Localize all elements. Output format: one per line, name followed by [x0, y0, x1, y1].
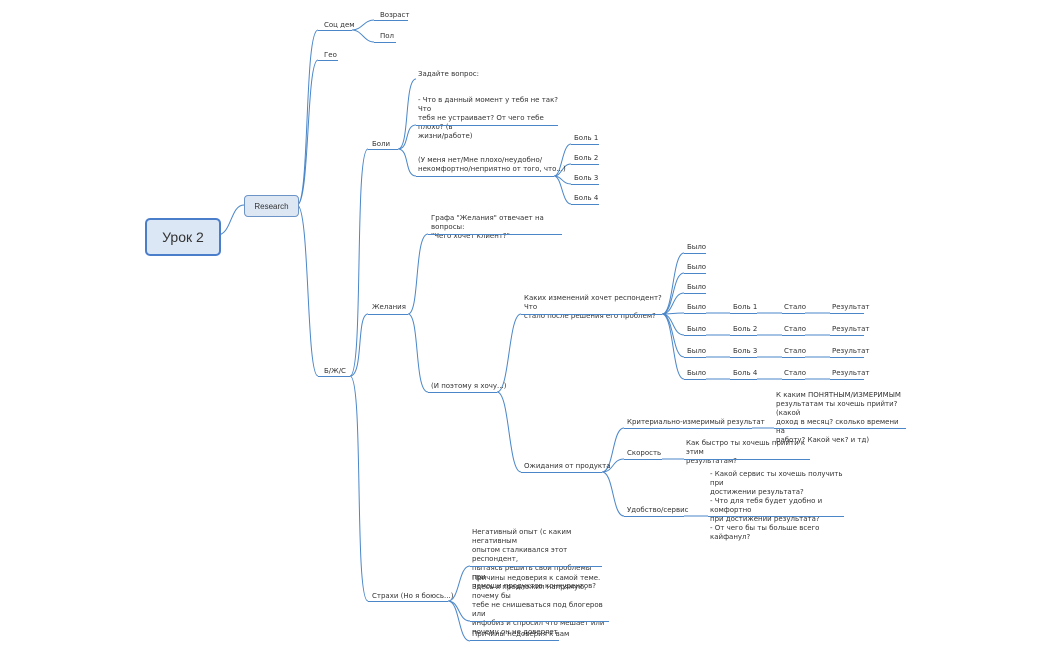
was-1-underline	[684, 253, 706, 254]
row-1-was-underline	[684, 313, 706, 314]
row-2-pain[interactable]: Боль 2	[733, 325, 758, 333]
was-3-underline	[684, 293, 706, 294]
criterion-question[interactable]: К каким ПОНЯТНЫМ/ИЗМЕРИМЫМ результатам т…	[776, 391, 901, 444]
row-4-was[interactable]: Было	[687, 369, 707, 377]
bjs-underline	[318, 376, 350, 377]
row-4-pain[interactable]: Боль 4	[733, 369, 758, 377]
distrust-topic[interactable]: Причины недоверия к самой теме. Здесь я …	[472, 574, 605, 636]
pains-answer-underline	[416, 176, 554, 177]
expectations-underline	[521, 472, 602, 473]
comfort-underline	[624, 516, 684, 517]
criterion-underline	[624, 428, 752, 429]
comfort-question-underline	[708, 516, 844, 517]
row-3-was[interactable]: Было	[687, 347, 707, 355]
distrust-you-underline	[470, 640, 559, 641]
changes-question[interactable]: Каких изменений хочет респондент? Что ст…	[524, 294, 662, 320]
speed-underline	[624, 459, 662, 460]
ask-question-label[interactable]: Задайте вопрос:	[418, 70, 479, 78]
pains-answer[interactable]: (У меня нет/Мне плохо/неудобно/ некомфор…	[418, 156, 566, 173]
soc-dem-node[interactable]: Соц дем	[324, 21, 355, 29]
sex-underline	[374, 42, 396, 43]
pains-underline	[368, 149, 398, 150]
negative-experience[interactable]: Негативный опыт (с каким негативным опыт…	[472, 528, 597, 590]
was-2-underline	[684, 273, 706, 274]
pain-3[interactable]: Боль 3	[574, 174, 599, 182]
pain-2-underline	[571, 164, 599, 165]
comfort-node[interactable]: Удобство/сервис	[627, 506, 689, 514]
row-3-result-underline	[830, 357, 864, 358]
geo-node[interactable]: Гео	[324, 51, 337, 59]
row-3-became[interactable]: Стало	[784, 347, 807, 355]
pain-4-underline	[571, 204, 599, 205]
research-node[interactable]: Research	[244, 195, 299, 217]
row-1-became-underline	[782, 313, 805, 314]
pain-4[interactable]: Боль 4	[574, 194, 599, 202]
row-1-was[interactable]: Было	[687, 303, 707, 311]
age-underline	[374, 20, 408, 21]
row-2-became[interactable]: Стало	[784, 325, 807, 333]
was-item-1[interactable]: Было	[687, 243, 707, 251]
row-2-became-underline	[782, 335, 805, 336]
criterion-node[interactable]: Критериально-измеримый результат	[627, 418, 765, 426]
pains-node[interactable]: Боли	[372, 140, 391, 148]
row-2-pain-underline	[730, 335, 757, 336]
row-1-result[interactable]: Результат	[832, 303, 870, 311]
expectations-node[interactable]: Ожидания от продукта	[524, 462, 611, 470]
row-4-became[interactable]: Стало	[784, 369, 807, 377]
geo-underline	[318, 60, 338, 61]
pain-3-underline	[571, 184, 599, 185]
pain-1-underline	[571, 144, 599, 145]
fears-node[interactable]: Страхи (Но я боюсь...)	[372, 592, 454, 600]
distrust-you[interactable]: Причины недоверия к вам	[472, 630, 570, 638]
sex-node[interactable]: Пол	[380, 32, 395, 40]
wishes-graph-underline	[428, 234, 562, 235]
pain-2[interactable]: Боль 2	[574, 154, 599, 162]
row-3-became-underline	[782, 357, 805, 358]
row-1-result-underline	[830, 313, 864, 314]
row-4-was-underline	[684, 379, 706, 380]
row-2-was-underline	[684, 335, 706, 336]
row-1-pain[interactable]: Боль 1	[733, 303, 758, 311]
pains-question-underline	[416, 125, 558, 126]
was-item-2[interactable]: Было	[687, 263, 707, 271]
row-4-result[interactable]: Результат	[832, 369, 870, 377]
was-item-3[interactable]: Было	[687, 283, 707, 291]
row-1-became[interactable]: Стало	[784, 303, 807, 311]
changes-underline	[521, 314, 662, 315]
wishes-underline	[368, 314, 408, 315]
row-3-was-underline	[684, 357, 706, 358]
row-1-pain-underline	[730, 313, 757, 314]
fears-underline	[368, 601, 448, 602]
age-node[interactable]: Возраст	[380, 11, 410, 19]
and-so-underline	[428, 392, 497, 393]
criterion-question-underline	[774, 428, 906, 429]
bjs-node[interactable]: Б/Ж/С	[324, 367, 346, 375]
speed-node[interactable]: Скорость	[627, 449, 662, 457]
speed-question-underline	[684, 459, 810, 460]
row-3-result[interactable]: Результат	[832, 347, 870, 355]
row-3-pain[interactable]: Боль 3	[733, 347, 758, 355]
row-2-result[interactable]: Результат	[832, 325, 870, 333]
soc-dem-underline	[318, 30, 352, 31]
wishes-graph-note[interactable]: Графа "Желания" отвечает на вопросы: "Че…	[431, 214, 544, 240]
distrust-topic-underline	[470, 621, 609, 622]
row-2-result-underline	[830, 335, 864, 336]
pains-question[interactable]: - Что в данный момент у тебя не так? Что…	[418, 96, 559, 140]
row-4-pain-underline	[730, 379, 757, 380]
root-node[interactable]: Урок 2	[145, 218, 221, 256]
row-3-pain-underline	[730, 357, 757, 358]
comfort-question[interactable]: - Какой сервис ты хочешь получить при до…	[710, 470, 843, 541]
and-so-i-want-node[interactable]: (И поэтому я хочу...)	[431, 382, 507, 390]
row-2-was[interactable]: Было	[687, 325, 707, 333]
pain-1[interactable]: Боль 1	[574, 134, 599, 142]
wishes-node[interactable]: Желания	[372, 303, 406, 311]
row-4-result-underline	[830, 379, 864, 380]
row-4-became-underline	[782, 379, 805, 380]
negative-experience-underline	[470, 566, 602, 567]
speed-question[interactable]: Как быстро ты хочешь прийти к этим резул…	[686, 439, 806, 465]
